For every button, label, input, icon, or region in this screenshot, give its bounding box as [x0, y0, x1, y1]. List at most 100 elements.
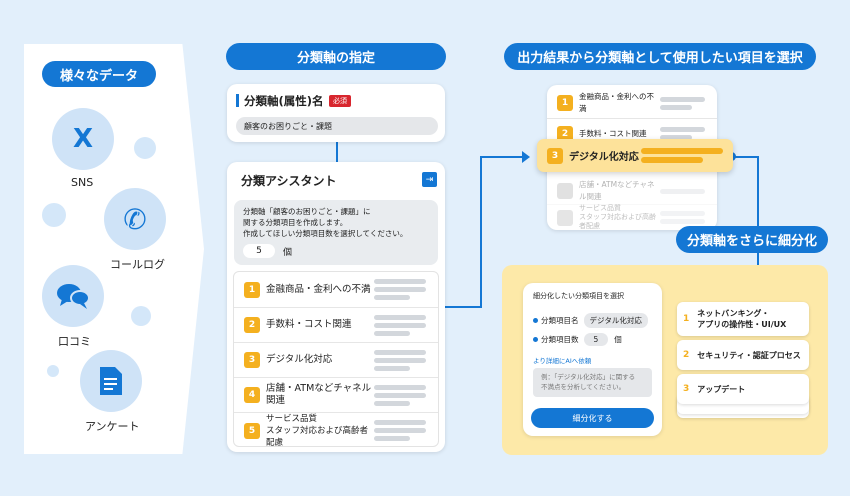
count-label: 分類項目数 — [541, 335, 579, 344]
connector-line — [336, 136, 338, 170]
survey-source — [80, 350, 142, 412]
item-label: デジタル化対応 — [266, 354, 333, 365]
decor-dot — [131, 306, 151, 326]
assistant-results: 1 金融商品・金利への不満 2 手数料・コスト関連 3 デジタル化対応 4 店舗・ATM… — [233, 271, 439, 447]
assistant-title: 分類アシスタント — [241, 174, 337, 188]
placeholder-bars — [374, 276, 426, 303]
bullet-dot — [533, 337, 538, 342]
request-textarea[interactable]: 例：「デジタル化対応」に関する 不満点を分析してください。 — [533, 368, 652, 397]
count-input[interactable]: 5 — [243, 244, 275, 258]
selected-item[interactable]: 3 デジタル化対応 — [537, 139, 733, 172]
item-label: サービス品質 スタッフ対応および高齢者配慮 — [579, 204, 656, 230]
sns-label: SNS — [71, 176, 94, 189]
reviews-label: 口コミ — [58, 335, 91, 348]
list-item[interactable]: 1 金融商品・金利への不満 — [547, 88, 717, 118]
item-number — [557, 209, 573, 226]
assistant-card: 分類アシスタント ⇥ 分類軸「顧客のお困りごと・課題」に 関する分類項目を作成し… — [227, 162, 445, 452]
data-sources-title: 様々なデータ — [42, 61, 156, 87]
item-label: 金融商品・金利への不満 — [266, 283, 371, 295]
list-item[interactable]: 3 デジタル化対応 — [234, 342, 438, 377]
connector-line — [480, 158, 482, 308]
placeholder-bars — [374, 312, 426, 339]
item-label: 手数料・コスト関連 — [266, 319, 352, 330]
item-label: アップデート — [697, 384, 746, 394]
axis-spec-title: 分類軸の指定 — [226, 43, 446, 70]
arrow-right-icon — [522, 151, 530, 163]
decor-dot — [47, 365, 59, 377]
axis-field-card: 分類軸(属性)名 必須 顧客のお困りごと・課題 — [227, 84, 445, 142]
count-row: 分類項目数 5 個 — [533, 333, 622, 346]
list-item[interactable]: 4 店舗・ATMなどチャネル関連 — [234, 377, 438, 412]
assistant-message: 分類軸「顧客のお困りごと・課題」に 関する分類項目を作成します。 作成してほしい… — [243, 207, 408, 238]
list-item-faded[interactable]: 店舗・ATMなどチャネル関連 — [547, 178, 717, 204]
item-label: ネットバンキング・ アプリの操作性・UI/UX — [697, 309, 787, 329]
result-item[interactable]: 2 セキュリティ・認証プロセス — [677, 340, 809, 370]
connector-line — [757, 156, 759, 286]
sns-source: X — [52, 108, 114, 170]
collapse-icon[interactable]: ⇥ — [422, 172, 437, 187]
item-number: 4 — [244, 387, 260, 403]
item-number: 1 — [557, 95, 573, 111]
axis-field-label: 分類軸(属性)名 — [244, 94, 324, 108]
refine-title: 分類軸をさらに細分化 — [676, 226, 828, 253]
item-number: 3 — [547, 147, 563, 164]
axis-field-input[interactable]: 顧客のお困りごと・課題 — [236, 117, 438, 135]
x-icon: X — [72, 124, 94, 154]
placeholder-bars — [660, 94, 705, 113]
count-value[interactable]: 5 — [583, 333, 609, 346]
item-number: 2 — [683, 350, 690, 360]
axis-field-value: 顧客のお困りごと・課題 — [244, 122, 332, 131]
field-accent-bar — [236, 94, 239, 107]
item-number: 1 — [683, 314, 690, 324]
connector-line — [480, 156, 524, 158]
placeholder-bars — [660, 186, 705, 197]
name-label: 分類項目名 — [541, 316, 579, 325]
survey-label: アンケート — [85, 420, 140, 433]
reviews-source — [42, 265, 104, 327]
placeholder-bars — [641, 145, 723, 166]
item-number: 2 — [557, 125, 573, 142]
refine-form-title: 細分化したい分類項目を選択 — [533, 292, 624, 300]
list-item[interactable]: 2 手数料・コスト関連 — [234, 307, 438, 342]
selection-title: 出力結果から分類軸として使用したい項目を選択 — [504, 43, 816, 70]
name-value[interactable]: デジタル化対応 — [583, 313, 648, 328]
item-label: 金融商品・金利への不満 — [579, 92, 654, 113]
item-label: 店舗・ATMなどチャネル関連 — [579, 180, 655, 201]
refine-form-card: 細分化したい分類項目を選択 分類項目名 デジタル化対応 分類項目数 5 個 より… — [523, 283, 662, 436]
placeholder-bars — [660, 208, 705, 227]
ai-detail-link[interactable]: より詳細にAIへ依頼 — [533, 357, 592, 365]
document-icon — [100, 367, 122, 395]
item-label: デジタル化対応 — [569, 152, 639, 163]
placeholder-bars — [374, 417, 426, 444]
item-label: サービス品質 スタッフ対応および高齢者配慮 — [266, 413, 369, 447]
placeholder-bars — [374, 382, 426, 409]
list-item[interactable]: 2 手数料・コスト関連 — [547, 118, 717, 148]
connector-line — [440, 306, 482, 308]
list-item[interactable]: 1 金融商品・金利への不満 — [234, 272, 438, 307]
call-log-source: ✆ — [104, 188, 166, 250]
item-number: 1 — [244, 281, 260, 298]
item-label: 店舗・ATMなどチャネル関連 — [266, 383, 372, 406]
name-row: 分類項目名 デジタル化対応 — [533, 313, 648, 328]
decor-dot — [42, 203, 66, 227]
bullet-dot — [533, 318, 538, 323]
list-item-faded[interactable]: サービス品質 スタッフ対応および高齢者配慮 — [547, 204, 717, 230]
decor-dot — [134, 137, 156, 159]
list-item[interactable]: 5 サービス品質 スタッフ対応および高齢者配慮 — [234, 412, 438, 447]
item-label: セキュリティ・認証プロセス — [697, 350, 801, 360]
refine-button[interactable]: 細分化する — [531, 408, 654, 428]
required-badge: 必須 — [329, 95, 351, 107]
item-number: 5 — [244, 422, 260, 439]
connector-line — [735, 156, 759, 158]
placeholder-bars — [374, 347, 426, 374]
placeholder-bars — [660, 124, 705, 143]
phone-icon: ✆ — [123, 202, 147, 236]
item-number — [557, 183, 573, 199]
item-label: 手数料・コスト関連 — [579, 128, 647, 138]
result-item[interactable]: 3 アップデート — [677, 374, 809, 404]
item-number: 2 — [244, 317, 260, 333]
assistant-message-box: 分類軸「顧客のお困りごと・課題」に 関する分類項目を作成します。 作成してほしい… — [234, 200, 438, 265]
item-number: 3 — [244, 352, 260, 368]
count-unit: 個 — [283, 247, 293, 258]
result-item[interactable]: 1 ネットバンキング・ アプリの操作性・UI/UX — [677, 302, 809, 336]
